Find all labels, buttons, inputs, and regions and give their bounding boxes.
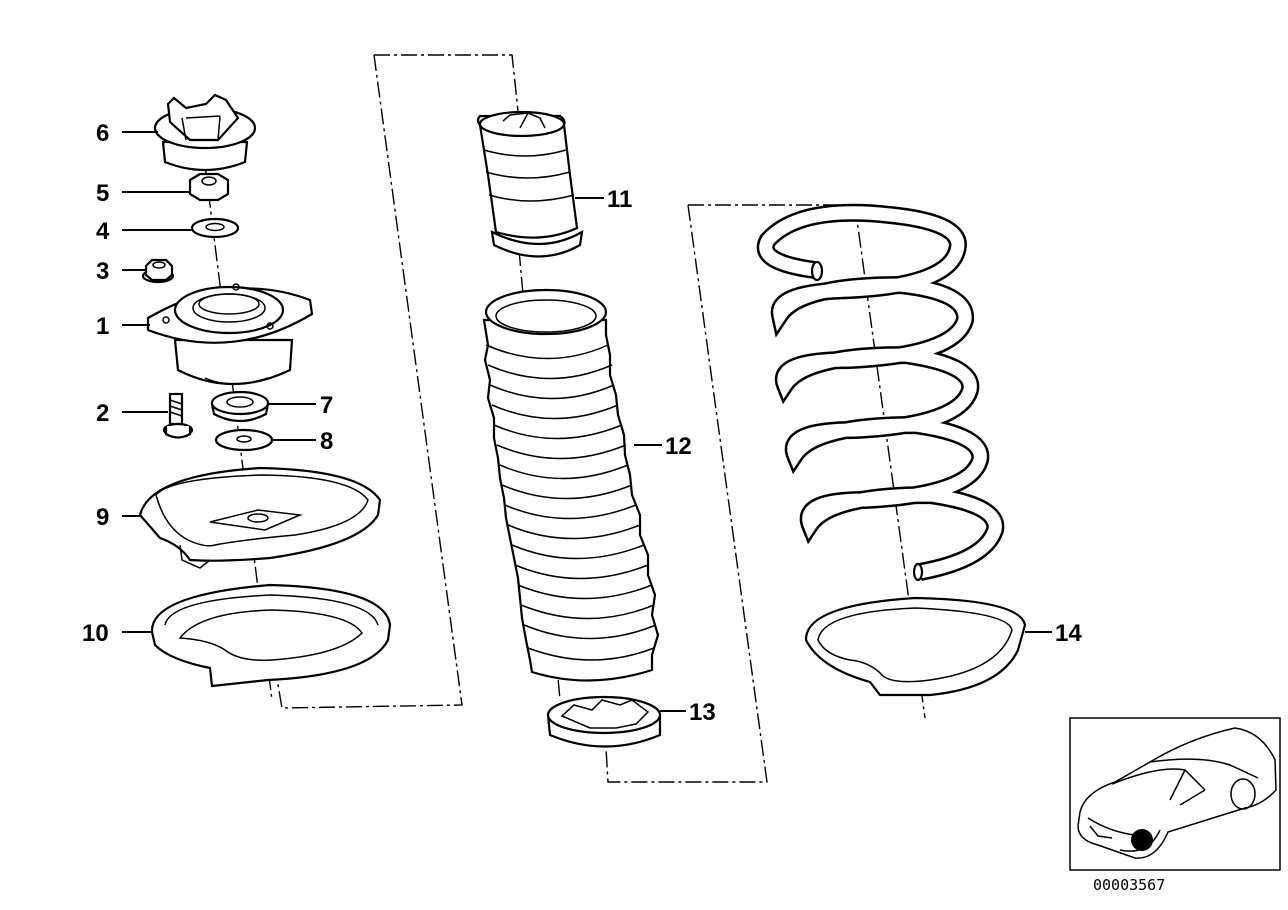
part-8-washer [214,428,274,452]
label-part-13: 13 [689,699,716,726]
diagram-reference-number: 00003567 [1093,876,1165,894]
car-outline [1077,727,1277,859]
part-14-coil-spring [756,203,1027,697]
label-part-3: 3 [96,258,109,285]
car-locator-thumbnail [1069,717,1281,871]
part-5-nut [188,172,230,202]
part-13-bump-ring [546,695,662,748]
part-7-bearing [210,390,270,423]
assembly-bracket-right [605,204,855,783]
label-part-2: 2 [96,400,109,427]
label-part-7: 7 [320,392,333,419]
part-10-rubber-seat [150,583,392,688]
label-part-5: 5 [96,180,109,207]
label-part-1: 1 [96,313,109,340]
label-part-9: 9 [96,504,109,531]
label-part-6: 6 [96,120,109,147]
label-part-11: 11 [607,186,632,213]
part-9-spring-plate [138,466,382,569]
part-6-mount-cap [153,93,257,172]
part-2-bolt [162,392,194,439]
label-part-4: 4 [96,218,110,245]
part-4-washer [190,217,240,239]
label-part-14: 14 [1055,620,1082,647]
part-1-strut-mount [146,283,314,385]
location-marker-dot [1131,829,1153,851]
label-part-10: 10 [82,620,109,647]
part-3-flange-nut [141,258,175,284]
part-11-bump-stop [476,110,584,258]
leader-lines [122,131,1052,712]
part-labels: 6 5 4 3 1 2 7 8 9 10 11 12 13 14 [82,120,1082,726]
label-part-8: 8 [320,428,333,455]
part-12-bellows [482,288,660,682]
label-part-12: 12 [665,433,692,460]
